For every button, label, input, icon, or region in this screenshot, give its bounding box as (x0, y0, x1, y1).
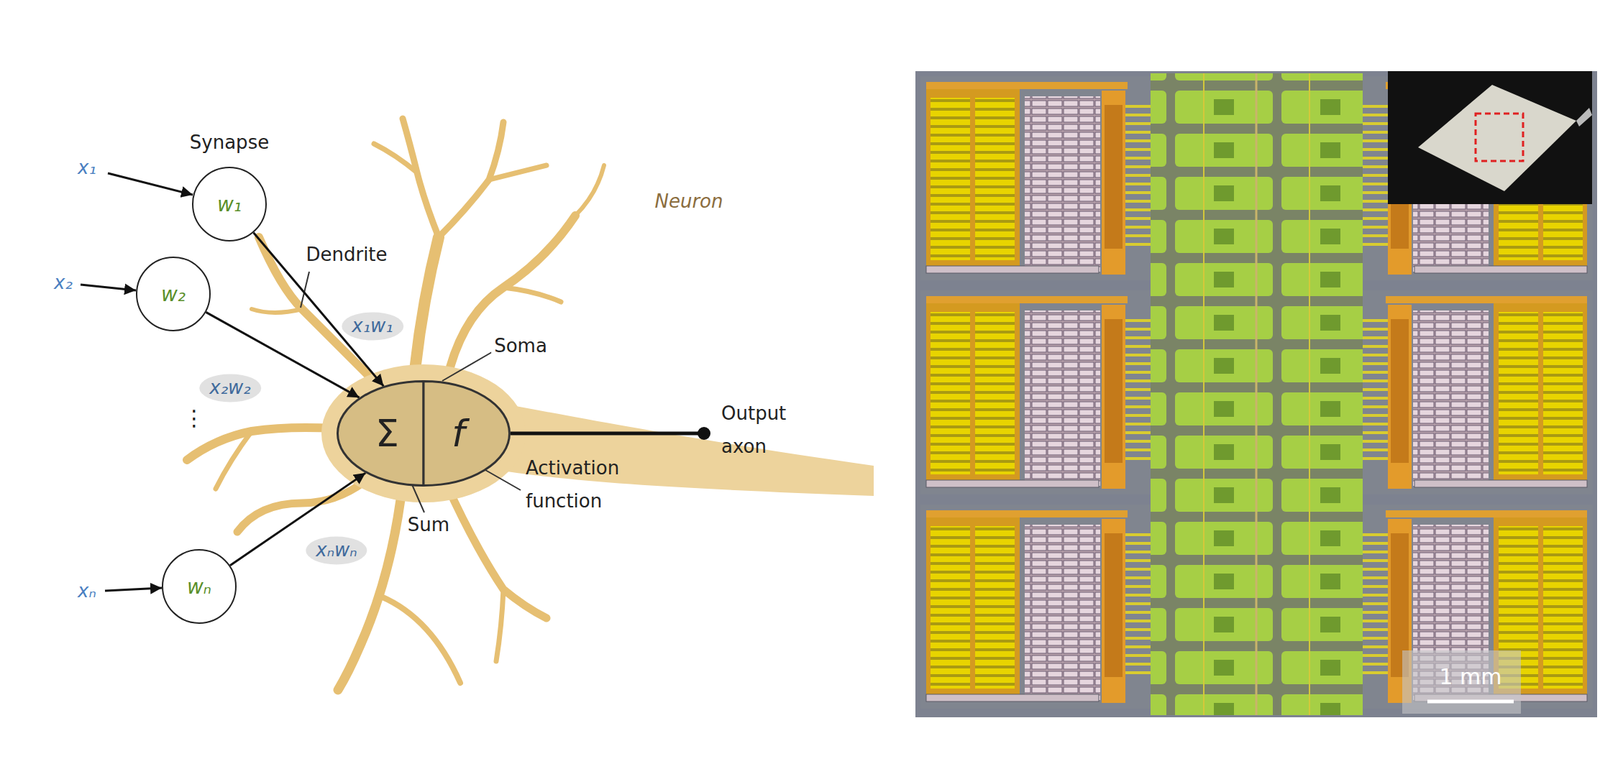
part-name: Sum (404, 513, 453, 538)
node-text: Σ (375, 412, 400, 456)
weighted-input: x₁w₁ (341, 312, 404, 341)
chip-photo-inset (1387, 71, 1593, 205)
output-axon-line (510, 427, 711, 441)
scale-bar-label: 1 mm (1438, 664, 1502, 691)
synapse-weight: wₙ (161, 549, 237, 625)
part-name: Dendrite (302, 243, 390, 267)
scale-bar (1402, 650, 1521, 715)
title-label: Neuron (655, 190, 724, 213)
leader-lines (300, 271, 521, 513)
node-text: w₁ (217, 192, 242, 217)
soma-outline (423, 380, 511, 487)
part-name: Activation function (525, 452, 620, 518)
dendrites (186, 118, 605, 691)
weighted-input: xₙwₙ (305, 536, 367, 565)
part-name: Output axon (721, 397, 786, 464)
input-label: xₙ (77, 580, 97, 603)
part-name: Soma (491, 334, 551, 359)
ellipsis: ⋮ (183, 405, 205, 432)
input-label: x₂ (53, 271, 73, 295)
synapse-weight: w₂ (135, 256, 211, 332)
node-text: wₙ (186, 575, 212, 600)
synapse-weight: w₁ (192, 166, 267, 242)
activation-half: f (423, 380, 511, 487)
weighted-input: x₂w₂ (199, 373, 262, 402)
input-arrows (80, 173, 193, 592)
sum-half: Σ (336, 380, 424, 487)
part-name: Synapse (186, 130, 272, 155)
input-label: x₁ (77, 156, 97, 180)
node-text: f (451, 412, 465, 456)
cell-body (321, 364, 874, 503)
node-text: w₂ (161, 282, 186, 307)
chip-layout (915, 71, 1598, 718)
